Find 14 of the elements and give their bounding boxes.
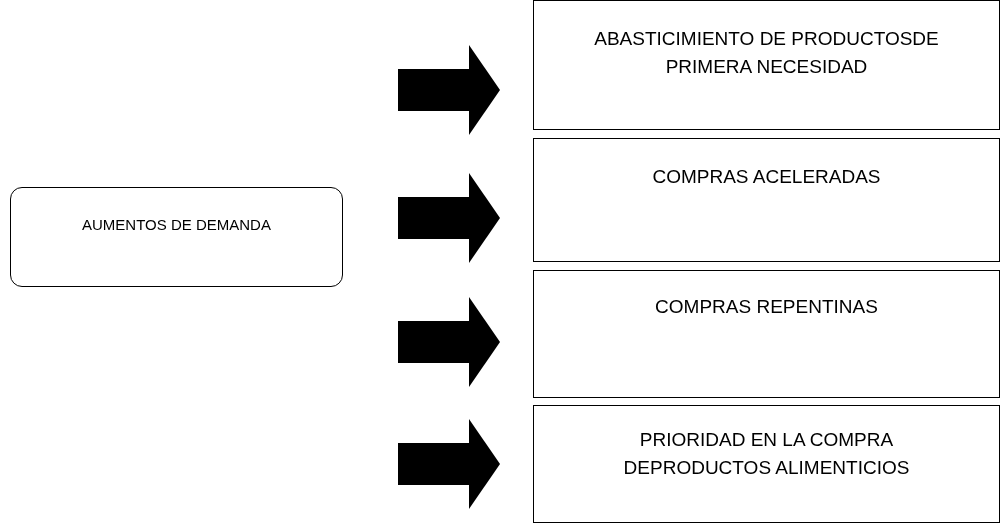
box-label: PRIORIDAD EN LA COMPRA DEPRODUCTOS ALIMENTICIOS	[622, 428, 911, 480]
process-box	[533, 405, 1000, 523]
box-label: COMPRAS REPENTINAS	[655, 295, 878, 319]
block-arrow	[398, 173, 500, 263]
process-box	[533, 138, 1000, 262]
box-label: COMPRAS ACELERADAS	[652, 165, 881, 189]
block-arrow	[398, 297, 500, 387]
process-box	[533, 0, 1000, 130]
rounded-box	[10, 187, 343, 287]
process-box	[533, 270, 1000, 398]
box-label: AUMENTOS DE DEMANDA	[82, 215, 271, 235]
block-arrow	[398, 45, 500, 135]
block-arrow	[398, 419, 500, 509]
box-label: ABASTICIMIENTO DE PRODUCTOSDE PRIMERA NECESIDAD	[593, 27, 940, 79]
